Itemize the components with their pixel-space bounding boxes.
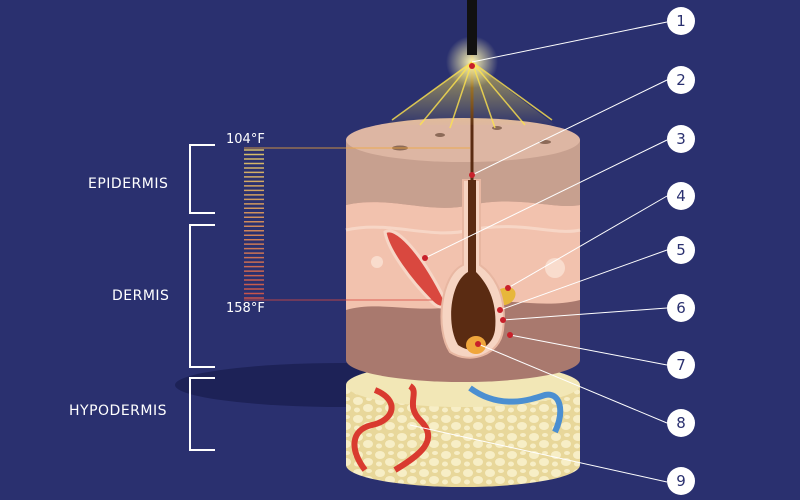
temperature-scale <box>244 149 264 299</box>
marker-2: 2 <box>667 66 695 94</box>
artery <box>351 387 395 472</box>
hair-follicle <box>440 40 505 359</box>
skin-layers <box>345 118 581 382</box>
marker-6: 6 <box>667 294 695 322</box>
dermis-label: DERMIS <box>112 288 170 304</box>
marker-5: 5 <box>667 236 695 264</box>
marker-4: 4 <box>667 182 695 210</box>
marker-dots <box>422 63 513 347</box>
marker-3: 3 <box>667 125 695 153</box>
temperature-top-label: 104°F <box>226 132 265 147</box>
marker-1: 1 <box>667 7 695 35</box>
temperature-bottom-label: 158°F <box>226 301 265 316</box>
laser-emitter-icon <box>467 0 477 55</box>
leader-lines <box>409 21 668 483</box>
hypodermis-label: HYPODERMIS <box>69 403 167 419</box>
artery <box>393 383 432 473</box>
layer-brackets <box>189 144 215 451</box>
marker-7: 7 <box>667 351 695 379</box>
vein <box>468 385 564 434</box>
marker-8: 8 <box>667 409 695 437</box>
marker-9: 9 <box>667 467 695 495</box>
epidermis-label: EPIDERMIS <box>88 176 169 192</box>
